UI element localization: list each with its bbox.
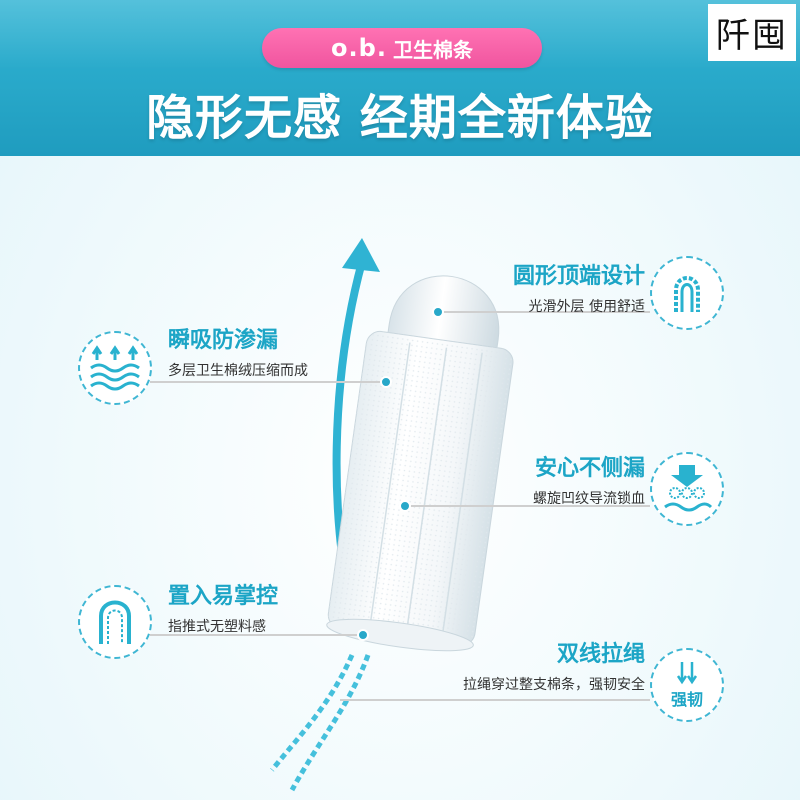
- tampon-groove-3: [441, 352, 483, 636]
- tampon-loop-icon: [650, 256, 724, 330]
- brand-logo: o.b.: [331, 34, 387, 62]
- double-arrow-icon: [676, 662, 698, 685]
- feature-easy-insert: 置入易掌控 指推式无塑料感: [168, 578, 278, 636]
- feature-double-string-subtitle: 拉绳穿过整支棉条，强韧安全: [463, 677, 645, 693]
- anchor-dot-left-lower: [357, 629, 369, 641]
- anchor-dot-left-upper: [380, 376, 392, 388]
- feature-no-side-leak: 安心不侧漏 螺旋凹纹导流锁血: [495, 450, 645, 508]
- feature-instant-absorb: 瞬吸防渗漏 多层卫生棉绒压缩而成: [168, 322, 308, 380]
- feature-double-string-title: 双线拉绳: [556, 642, 645, 667]
- feature-double-string: 双线拉绳 拉绳穿过整支棉条，强韧安全: [405, 636, 645, 694]
- tampon-groove-2: [406, 347, 448, 631]
- corner-stamp: 阡囤: [708, 4, 796, 61]
- absorb-waves-icon: [78, 331, 152, 405]
- strength-badge: 强韧: [670, 690, 703, 709]
- feature-round-tip-subtitle: 光滑外层 使用舒适: [528, 299, 645, 315]
- brand-name: 卫生棉条: [392, 37, 473, 62]
- tampon-string-1: [270, 653, 355, 772]
- anchor-dot-top: [432, 306, 444, 318]
- insertion-arrowhead: [342, 238, 380, 272]
- anchor-dot-middle: [399, 500, 411, 512]
- tampon-string-2: [289, 654, 371, 792]
- tampon-base: [326, 618, 474, 652]
- feature-easy-insert-title: 置入易掌控: [168, 584, 279, 609]
- tampon-texture: [328, 331, 513, 646]
- feature-no-side-leak-subtitle: 螺旋凹纹导流锁血: [533, 491, 645, 507]
- feature-round-tip: 圆形顶端设计 光滑外层 使用舒适: [495, 258, 645, 316]
- feature-instant-absorb-subtitle: 多层卫生棉绒压缩而成: [168, 363, 308, 379]
- brand-pill: o.b. 卫生棉条: [262, 28, 542, 68]
- finger-push-icon: [78, 585, 152, 659]
- double-string-icon: 强韧: [650, 648, 724, 722]
- feature-easy-insert-subtitle: 指推式无塑料感: [168, 619, 266, 635]
- feature-no-side-leak-title: 安心不侧漏: [534, 456, 645, 481]
- spiral-groove-icon: [650, 452, 724, 526]
- headline: 隐形无感 经期全新体验: [146, 90, 654, 146]
- header-band: o.b. 卫生棉条 隐形无感 经期全新体验: [0, 0, 800, 156]
- feature-instant-absorb-title: 瞬吸防渗漏: [168, 328, 279, 353]
- feature-round-tip-title: 圆形顶端设计: [512, 264, 645, 289]
- tampon-groove-1: [369, 342, 411, 625]
